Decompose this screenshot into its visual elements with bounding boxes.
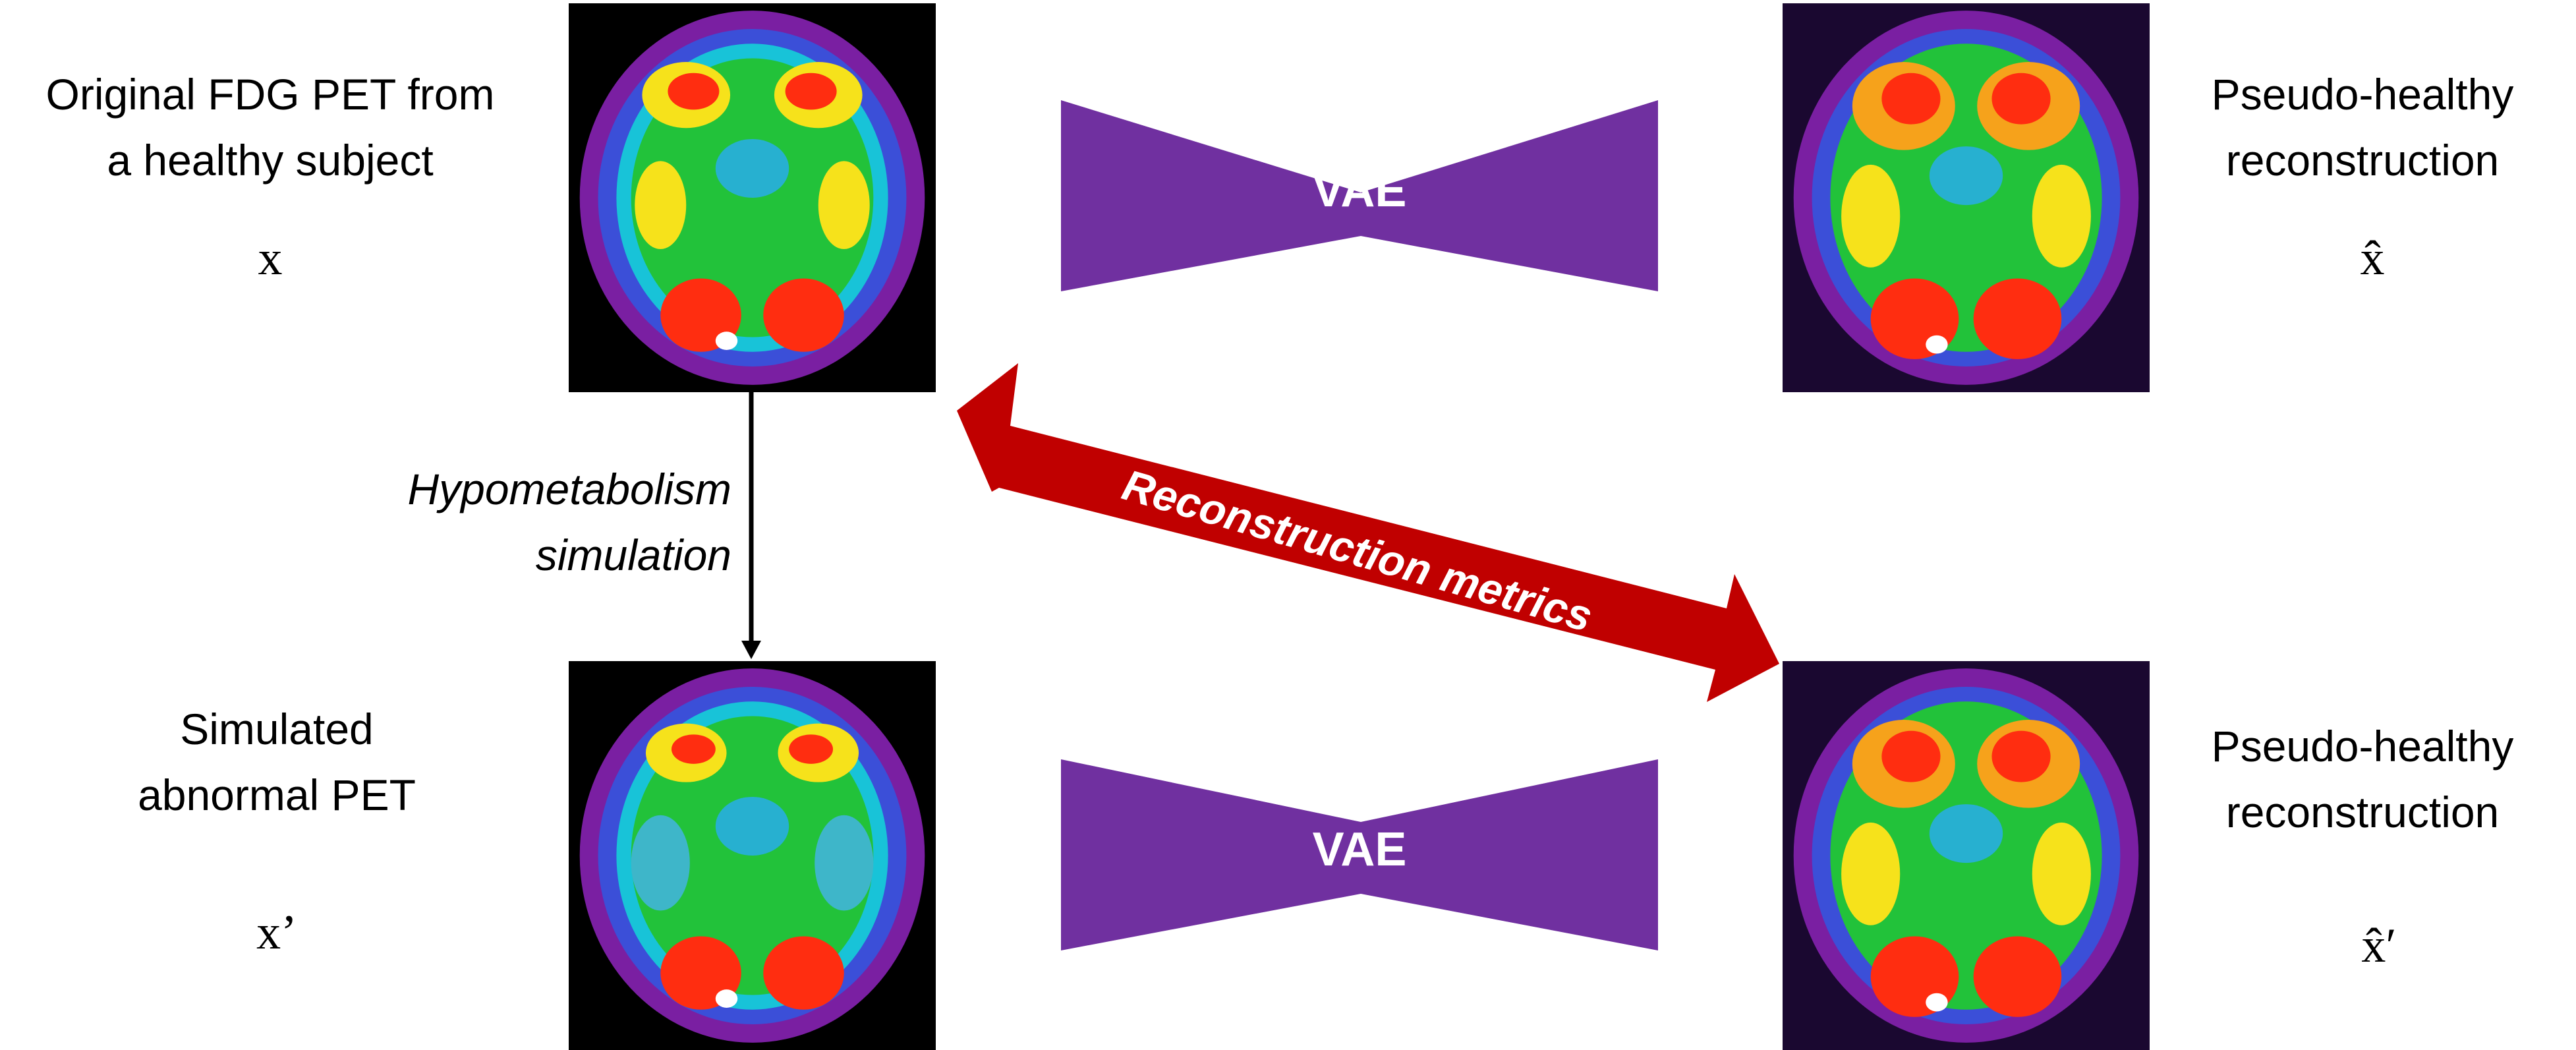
recon-top-label-line2: reconstruction (2225, 136, 2500, 185)
hypometabolism-arrow-head (741, 641, 761, 659)
recon-top-symbol: x̂ (2360, 231, 2385, 285)
original-pet-label: Original FDG PET from a healthy subject (13, 61, 527, 193)
vae-top-label: VAE (1312, 164, 1407, 217)
simulated-symbol: x’ (256, 906, 297, 960)
recon-top-label-line1: Pseudo-healthy (2211, 70, 2514, 119)
recon-bottom-image (1783, 661, 2150, 1050)
simulated-pet-label: Simulated abnormal PET (66, 696, 488, 828)
hypometabolism-label-line1: Hypometabolism (407, 465, 731, 513)
recon-top-label: Pseudo-healthy reconstruction (2148, 61, 2576, 193)
metrics-label: Reconstruction metrics (1117, 459, 1598, 641)
recon-bottom-label-line1: Pseudo-healthy (2211, 722, 2514, 771)
recon-bottom-symbol: x̂′ (2361, 919, 2397, 973)
original-pet-label-line1: Original FDG PET from (45, 70, 495, 119)
original-pet-label-line2: a healthy subject (107, 136, 434, 185)
simulated-pet-label-line2: abnormal PET (138, 771, 416, 819)
simulated-pet-image (569, 661, 936, 1050)
hypometabolism-label: Hypometabolism simulation (329, 456, 731, 588)
vae-bottom-label: VAE (1312, 823, 1407, 876)
simulated-pet-label-line1: Simulated (180, 705, 374, 753)
recon-top-image (1783, 3, 2150, 392)
original-symbol: x (258, 231, 283, 285)
hypometabolism-label-line2: simulation (535, 531, 731, 579)
recon-bottom-label: Pseudo-healthy reconstruction (2148, 713, 2576, 845)
recon-bottom-label-line2: reconstruction (2225, 788, 2500, 836)
original-pet-image (569, 3, 936, 392)
